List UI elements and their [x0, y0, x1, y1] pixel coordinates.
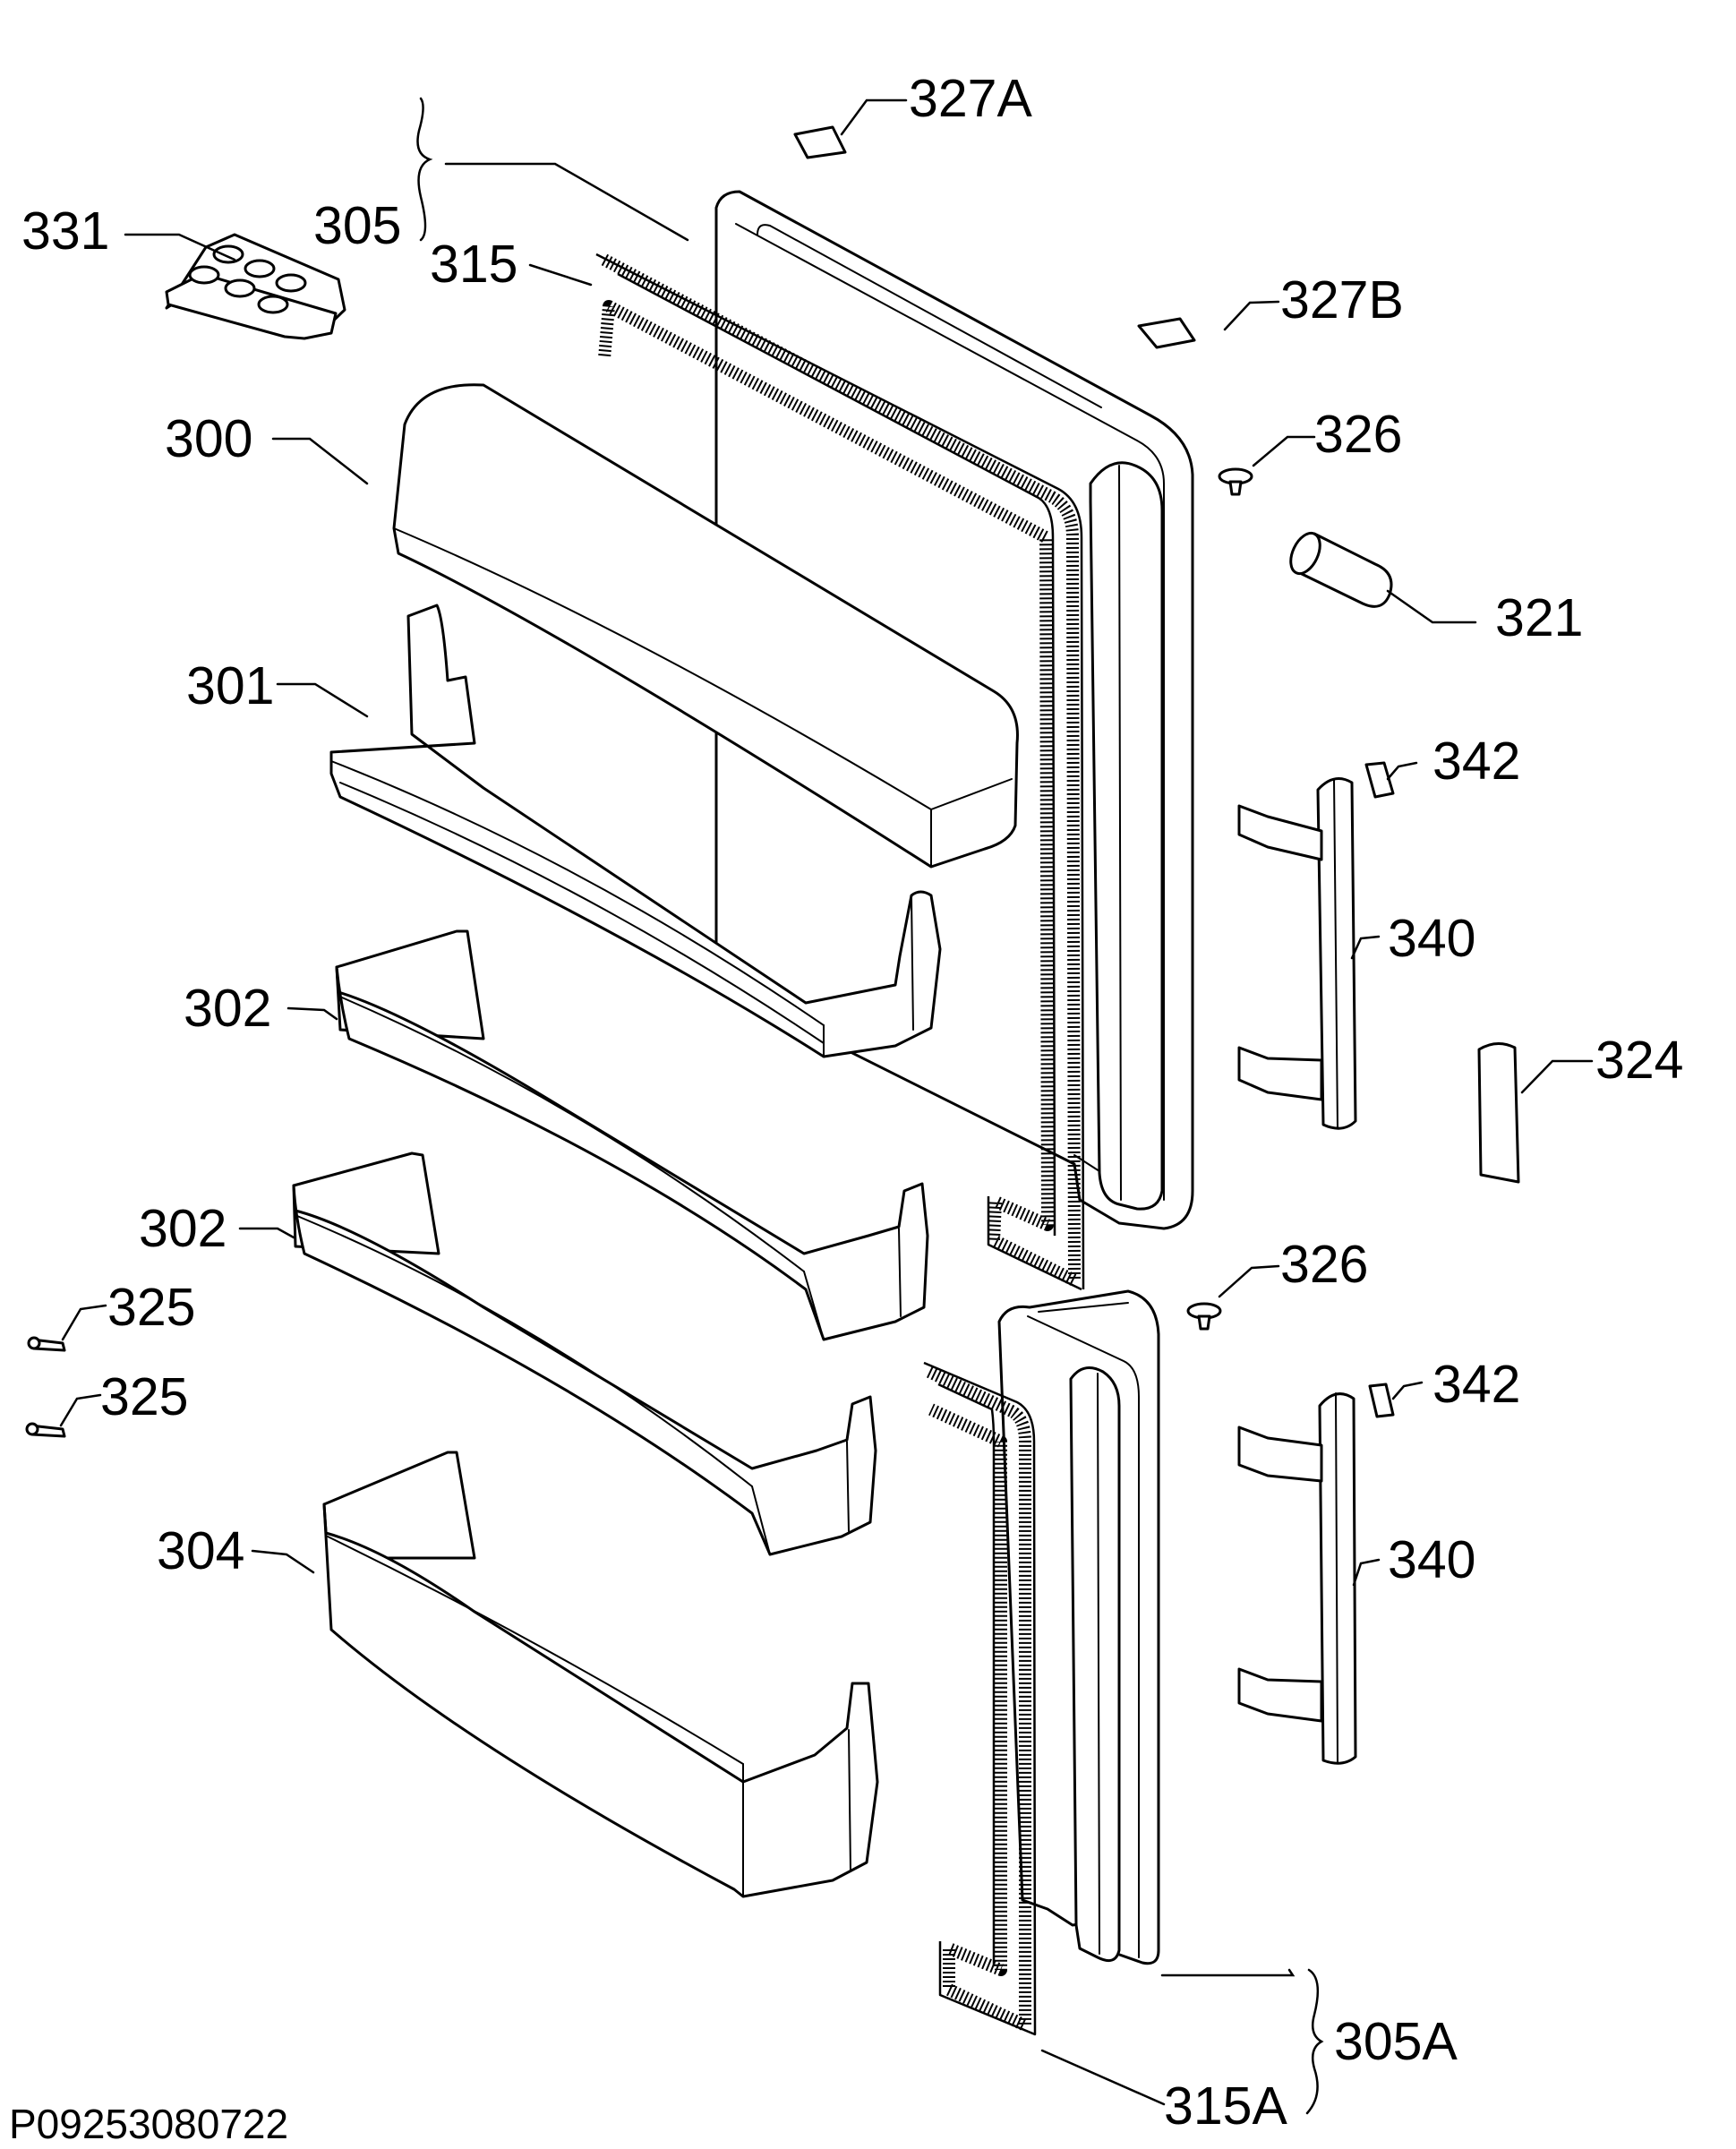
cover-324 — [1477, 1042, 1520, 1184]
label-326-upper: 326 — [1314, 405, 1402, 464]
plug-326-lower — [1186, 1302, 1222, 1331]
plug-326-upper — [1218, 467, 1253, 496]
label-324: 324 — [1595, 1031, 1683, 1090]
shelf-302-upper — [335, 929, 929, 1341]
label-340-upper: 340 — [1388, 909, 1475, 968]
handle-340-lower — [1237, 1392, 1357, 1765]
label-331: 331 — [21, 201, 109, 261]
label-325-upper: 325 — [107, 1278, 195, 1337]
clip-327A — [793, 125, 847, 159]
shelf-302-lower — [292, 1152, 877, 1556]
clip-327B — [1137, 317, 1196, 349]
label-305: 305 — [313, 196, 401, 255]
label-302-lower: 302 — [139, 1199, 227, 1258]
label-327B: 327B — [1280, 270, 1404, 330]
leader-lines — [59, 97, 1594, 2115]
drawing-code: P09253080722 — [9, 2101, 288, 2147]
handle-340-upper — [1237, 777, 1357, 1130]
cylinder-321 — [1289, 531, 1393, 608]
shelf-304 — [322, 1451, 879, 1898]
label-315: 315 — [430, 235, 517, 294]
cap-342-lower — [1368, 1383, 1395, 1418]
shelf-301 — [329, 604, 942, 1058]
label-301: 301 — [186, 656, 274, 715]
screw-325-upper — [27, 1336, 66, 1352]
label-305A: 305A — [1334, 2012, 1458, 2071]
label-326-lower: 326 — [1280, 1235, 1368, 1294]
label-321: 321 — [1495, 588, 1583, 647]
label-342-upper: 342 — [1432, 732, 1520, 791]
label-327A: 327A — [909, 69, 1032, 128]
shelf-300 — [392, 383, 1019, 869]
cap-342-upper — [1364, 761, 1395, 799]
label-342-lower: 342 — [1432, 1355, 1520, 1414]
part-labels: 327A 305 315 331 327B 326 300 321 301 34… — [9, 69, 1683, 2147]
lower-door-305A — [997, 1289, 1160, 1965]
label-325-lower: 325 — [100, 1367, 188, 1426]
lower-gasket-315A — [923, 1361, 1037, 2036]
screw-325-lower — [25, 1422, 66, 1438]
label-304: 304 — [157, 1521, 244, 1580]
upper-gasket-315 — [595, 253, 1085, 1291]
label-340-lower: 340 — [1388, 1530, 1475, 1589]
label-302-upper: 302 — [184, 979, 271, 1038]
label-300: 300 — [165, 409, 252, 468]
label-315A: 315A — [1164, 2076, 1287, 2136]
egg-tray-331 — [165, 233, 346, 340]
